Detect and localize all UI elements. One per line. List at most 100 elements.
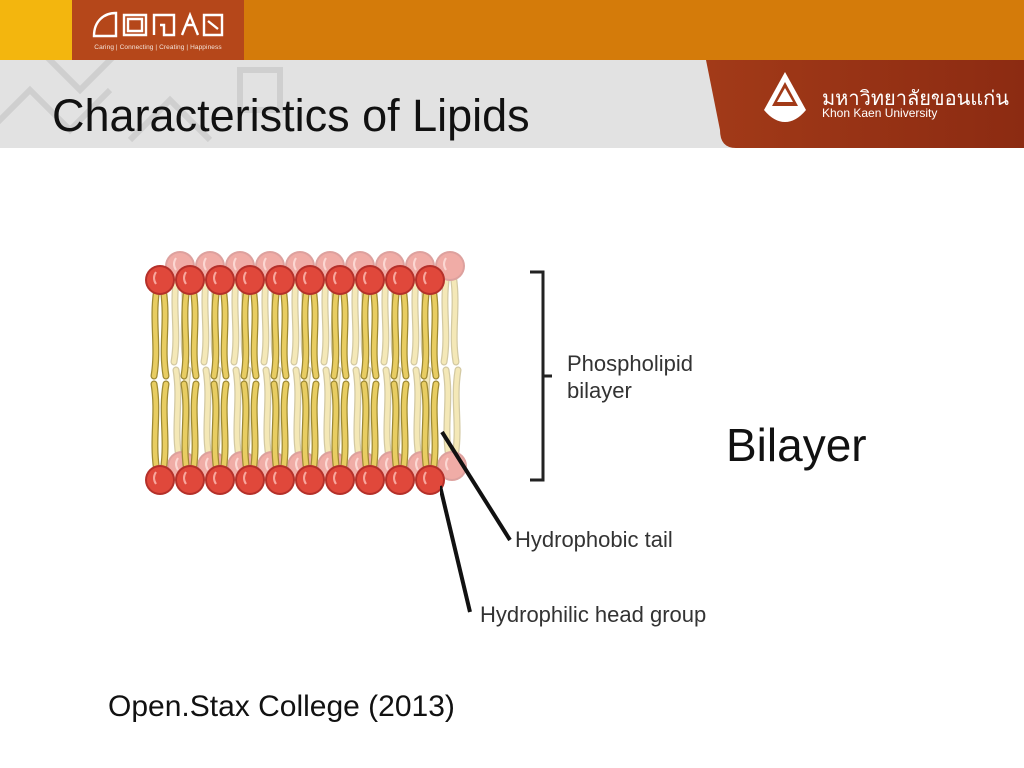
hydrophobic-tail-label: Hydrophobic tail — [515, 527, 673, 553]
hydrophobic-tail-fill — [404, 384, 406, 468]
brand-logo-icon — [90, 9, 226, 39]
hydrophilic-head — [207, 267, 233, 293]
phospholipid — [385, 265, 415, 376]
hydrophobic-tail-fill — [424, 384, 426, 468]
hydrophobic-tail-fill — [304, 384, 306, 468]
brand-tagline: Caring | Connecting | Creating | Happine… — [72, 44, 244, 51]
hydrophilic-head — [327, 267, 353, 293]
hydrophilic-head — [297, 267, 323, 293]
phospholipid — [265, 265, 295, 376]
hydrophobic-tail-fill — [416, 370, 418, 454]
hydrophobic-tail-fill — [386, 370, 388, 454]
hydrophilic-head — [267, 467, 293, 493]
bilayer-bracket — [530, 272, 543, 480]
hydrophobic-tail-fill — [294, 278, 296, 362]
hydrophilic-head — [357, 467, 383, 493]
citation: Open.Stax College (2013) — [108, 690, 455, 724]
hydrophobic-tail-fill — [266, 370, 268, 454]
hydrophobic-tail-fill — [304, 292, 306, 376]
hydrophilic-head — [237, 467, 263, 493]
phospholipid — [325, 265, 355, 376]
hydrophobic-tail-fill — [214, 292, 216, 376]
hydrophobic-tail-fill — [164, 384, 166, 468]
phospholipid — [295, 265, 325, 376]
hydrophobic-tail-fill — [254, 384, 256, 468]
university-english-name: Khon Kaen University — [822, 106, 937, 120]
bilayer-heading: Bilayer — [726, 418, 867, 472]
brand-logo-block: Caring | Connecting | Creating | Happine… — [72, 0, 244, 60]
hydrophobic-tail-fill — [434, 384, 436, 468]
hydrophilic-head — [147, 467, 173, 493]
hydrophobic-tail-fill — [354, 278, 356, 362]
hydrophobic-tail-fill — [194, 292, 196, 376]
hydrophobic-tail-fill — [204, 278, 206, 362]
phospholipid — [145, 265, 175, 376]
hydrophobic-tail-fill — [244, 384, 246, 468]
yellow-accent — [0, 0, 72, 60]
hydrophobic-tail-fill — [296, 370, 298, 454]
hydrophobic-tail-fill — [334, 292, 336, 376]
hydrophobic-tail-fill — [224, 384, 226, 468]
tail-pointer-line — [442, 432, 510, 540]
hydrophobic-tail-fill — [184, 384, 186, 468]
hydrophobic-tail-fill — [274, 384, 276, 468]
page-title: Characteristics of Lipids — [52, 90, 530, 142]
hydrophobic-tail-fill — [314, 384, 316, 468]
hydrophobic-tail-fill — [224, 292, 226, 376]
hydrophobic-tail-fill — [364, 292, 366, 376]
head-pointer-line — [440, 486, 470, 612]
hydrophobic-tail-fill — [154, 292, 156, 376]
phospholipid — [145, 384, 175, 495]
hydrophilic-head — [177, 267, 203, 293]
hydrophobic-tail-fill — [394, 292, 396, 376]
hydrophobic-tail-fill — [424, 292, 426, 376]
hydrophobic-tail-fill — [194, 384, 196, 468]
hydrophobic-tail-fill — [284, 384, 286, 468]
hydrophobic-tail-fill — [394, 384, 396, 468]
hydrophobic-tail-fill — [434, 292, 436, 376]
hydrophobic-tail-fill — [154, 384, 156, 468]
hydrophilic-head — [147, 267, 173, 293]
label-leader-lines — [440, 260, 560, 620]
hydrophobic-tail-fill — [326, 370, 328, 454]
hydrophobic-tail-fill — [314, 292, 316, 376]
hydrophobic-tail-fill — [184, 292, 186, 376]
hydrophobic-tail-fill — [254, 292, 256, 376]
hydrophilic-head — [237, 267, 263, 293]
hydrophilic-head — [327, 467, 353, 493]
hydrophobic-tail-fill — [164, 292, 166, 376]
hydrophobic-tail-fill — [206, 370, 208, 454]
phospholipid — [175, 265, 205, 376]
hydrophobic-tail-fill — [404, 292, 406, 376]
hydrophobic-tail-fill — [236, 370, 238, 454]
hydrophobic-tail-fill — [174, 278, 176, 362]
phospholipid-label: Phospholipid — [567, 351, 693, 377]
hydrophobic-tail-fill — [324, 278, 326, 362]
hydrophilic-head — [297, 467, 323, 493]
hydrophilic-head-label: Hydrophilic head group — [480, 602, 706, 628]
hydrophobic-tail-fill — [344, 292, 346, 376]
hydrophilic-head — [207, 467, 233, 493]
university-logo-block: มหาวิทยาลัยขอนแก่น Khon Kaen University — [706, 60, 1024, 148]
hydrophobic-tail-fill — [176, 370, 178, 454]
hydrophobic-tail-fill — [344, 384, 346, 468]
hydrophobic-tail-fill — [364, 384, 366, 468]
hydrophobic-tail-fill — [284, 292, 286, 376]
hydrophobic-tail-fill — [356, 370, 358, 454]
hydrophilic-head — [177, 467, 203, 493]
phospholipid — [205, 265, 235, 376]
hydrophobic-tail-fill — [414, 278, 416, 362]
hydrophilic-head — [387, 467, 413, 493]
hydrophobic-tail-fill — [334, 384, 336, 468]
hydrophobic-tail-fill — [214, 384, 216, 468]
hydrophobic-tail-fill — [274, 292, 276, 376]
hydrophilic-head — [357, 267, 383, 293]
hydrophobic-tail-fill — [374, 292, 376, 376]
hydrophilic-head — [387, 267, 413, 293]
hydrophobic-tail-fill — [264, 278, 266, 362]
phospholipid — [355, 265, 385, 376]
university-crest-icon — [760, 70, 810, 124]
phospholipid — [235, 265, 265, 376]
hydrophobic-tail-fill — [384, 278, 386, 362]
hydrophobic-tail-fill — [234, 278, 236, 362]
